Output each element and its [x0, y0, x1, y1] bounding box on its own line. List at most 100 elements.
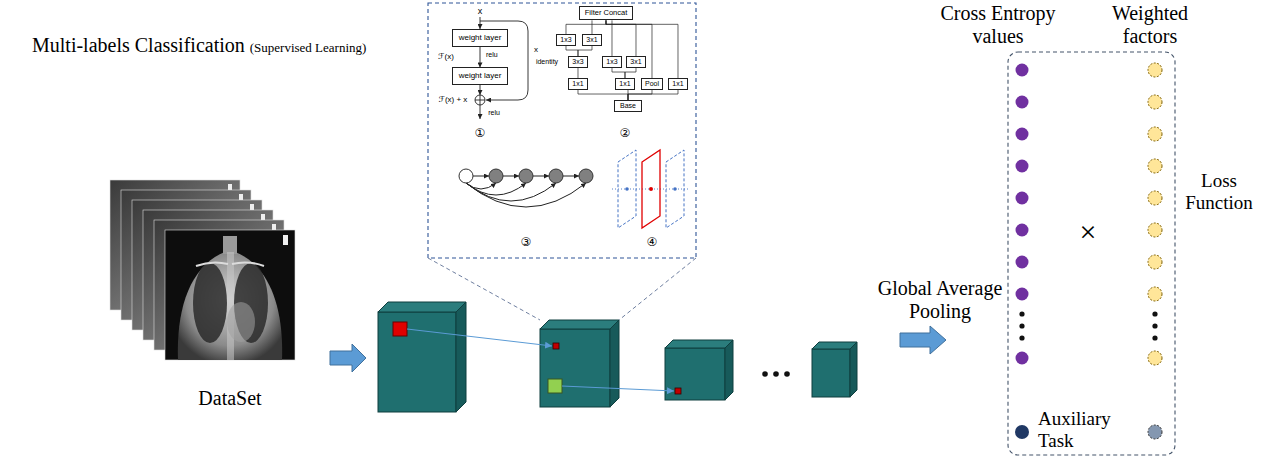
residual-function: ℱ(x): [438, 52, 454, 61]
node-text: 3x1: [586, 36, 597, 44]
layer-circle: [549, 169, 563, 183]
node-text: 1x3: [560, 36, 571, 44]
receptive-field: [393, 322, 407, 336]
xray-lung: [193, 263, 227, 343]
node-text: Filter Concat: [585, 9, 628, 18]
residual-sum: ℱ(x) + x: [439, 95, 468, 104]
field-line: [562, 386, 674, 391]
feature-plane: [642, 150, 660, 228]
flow-arrow: [563, 176, 579, 177]
ellipsis-dot: [784, 371, 790, 377]
node-text: 1x1: [672, 80, 683, 88]
entropy-dot: [1016, 160, 1029, 173]
ellipsis-dot: [773, 371, 779, 377]
title: Multi-labels Classification: [32, 34, 245, 57]
node-text: 1x1: [572, 80, 583, 88]
weight-dot: [1148, 95, 1162, 109]
subtitle: (Supervised Learning): [250, 41, 367, 56]
loss-label: Loss Function: [1182, 170, 1256, 214]
connector: [606, 20, 678, 78]
ellipsis-dot: [762, 371, 768, 377]
input-symbol: x: [478, 6, 483, 16]
input-symbol: x: [534, 45, 538, 54]
feature-cube: [812, 342, 857, 349]
connector: [566, 46, 578, 56]
node-text: weight layer: [459, 71, 502, 80]
connector: [611, 20, 612, 56]
xray-clavicle: [196, 262, 264, 266]
connector: [480, 47, 481, 68]
xray-marker: [283, 235, 288, 245]
receptive-field: [548, 379, 562, 393]
layer-circle: [459, 169, 473, 183]
loss-panel: [1008, 52, 1175, 455]
conv-box: 3x1: [626, 56, 645, 68]
conv-box: 3x3: [568, 56, 587, 68]
plane-dot: [649, 187, 653, 191]
edge-label: relu: [486, 51, 498, 59]
weight-dot: [1148, 191, 1162, 205]
feature-plane: [666, 150, 684, 228]
weight-layer-box: weight layer: [452, 29, 509, 46]
plane-dot: [625, 187, 629, 191]
dataset-label: DataSet: [198, 387, 261, 410]
feature-cube: [665, 340, 733, 348]
weight-dot: [1148, 159, 1162, 173]
base-box: Base: [614, 100, 642, 112]
node-text: weight layer: [459, 33, 502, 42]
flow-arrow: [473, 176, 489, 177]
callout-number: ①: [475, 127, 486, 141]
weight-column: [1148, 63, 1162, 439]
auxiliary-weight-dot: [1148, 425, 1162, 439]
conv-box: 1x1: [615, 78, 634, 90]
weight-dot: [1148, 255, 1162, 269]
callout-number: ②: [620, 127, 631, 141]
plane-dot: [673, 187, 677, 191]
feature-cube: [665, 348, 725, 400]
conv-box: 3x1: [582, 34, 601, 46]
entropy-dot: [1016, 192, 1029, 205]
receptive-field: [675, 388, 681, 394]
field-line: [407, 329, 552, 346]
column-header: Weighted factors: [1103, 2, 1198, 48]
weight-dot: [1148, 127, 1162, 141]
feature-cube: [378, 302, 466, 312]
feature-cube: [540, 320, 619, 329]
multiply-sign: ×: [1080, 215, 1097, 250]
node-text: Pool: [645, 80, 659, 88]
layer-circle: [489, 169, 503, 183]
column-header: Cross Entropy values: [936, 2, 1061, 48]
conv-box: 1x3: [602, 56, 621, 68]
connector: [612, 68, 625, 78]
conv-box: 1x1: [668, 78, 687, 90]
connector: [566, 20, 606, 34]
callout-number: ③: [521, 236, 532, 250]
weight-dot: [1148, 351, 1162, 365]
entropy-dot: [1016, 128, 1029, 141]
connector: [578, 90, 628, 100]
zoom-line: [619, 258, 696, 320]
entropy-dot: [1016, 256, 1029, 269]
node-text: 3x3: [572, 58, 583, 66]
feature-cube: [456, 302, 466, 412]
value-column: [1015, 64, 1029, 440]
ellipsis-dot: [1019, 311, 1024, 316]
flow-arrow: [533, 176, 549, 177]
connector: [628, 90, 652, 100]
flow-arrow: [503, 176, 519, 177]
receptive-field: [553, 343, 559, 349]
flow-arrow: [480, 85, 481, 95]
weight-dot: [1148, 287, 1162, 301]
ellipsis-dot: [1152, 311, 1157, 316]
connector: [606, 20, 636, 56]
weight-layer-box: weight layer: [452, 67, 509, 84]
feature-cube: [812, 349, 850, 397]
block-arrow: [330, 344, 366, 372]
entropy-dot: [1016, 352, 1029, 365]
step-label: Global Average Pooling: [870, 277, 1010, 323]
node-text: Base: [620, 102, 636, 110]
ellipsis-dot: [1019, 323, 1024, 328]
feature-cube: [378, 312, 456, 412]
pool-box: Pool: [641, 78, 663, 90]
node-text: 3x1: [630, 58, 641, 66]
